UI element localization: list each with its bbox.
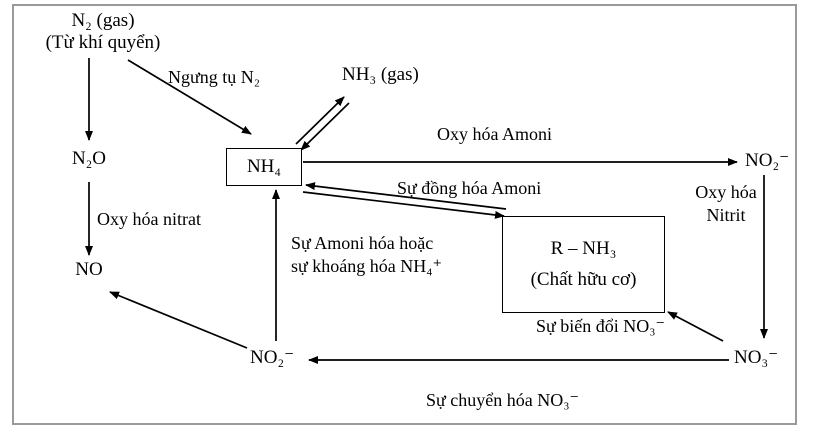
edge-label-su-dong-hoa-amoni: Sự đồng hóa Amoni bbox=[397, 178, 542, 198]
node-n2o-label: N₂O bbox=[71, 148, 107, 169]
node-nh3-gas: NH₃ (gas) bbox=[342, 64, 419, 86]
edge-label-ngung-tu-n2: Ngưng tụ N₂ bbox=[168, 67, 261, 87]
edge-label-su-bien-doi-no3: Sự biến đổi NO₃⁻ bbox=[536, 316, 666, 336]
node-no: NO bbox=[56, 259, 122, 281]
node-rnh3-line1: R – NH₃ bbox=[550, 238, 617, 259]
node-no2-bottom-label: NO₂⁻ bbox=[250, 347, 295, 368]
node-nh4-box: NH₄ bbox=[226, 148, 302, 186]
diagram-frame-border bbox=[12, 4, 797, 425]
node-no3-right-label: NO₃⁻ bbox=[734, 347, 779, 368]
node-no-label: NO bbox=[75, 259, 103, 280]
edge-label-oxy-hoa-nitrit: Oxy hóa Nitrit bbox=[684, 181, 768, 226]
node-n2-gas-line1: N₂ (gas) bbox=[71, 10, 135, 31]
node-no2-right: NO₂⁻ bbox=[745, 150, 789, 172]
edge-label-su-amoni-hoa-line2: sự khoáng hóa NH₄⁺ bbox=[291, 255, 443, 276]
node-no3-right: NO₃⁻ bbox=[734, 347, 778, 369]
node-n2-gas-line2: (Từ khí quyển) bbox=[45, 32, 161, 54]
edge-label-oxy-hoa-nitrit-line1: Oxy hóa bbox=[695, 182, 757, 202]
node-n2o: N₂O bbox=[56, 148, 122, 170]
edge-label-oxy-hoa-nitrit-line2: Nitrit bbox=[706, 204, 746, 225]
node-rnh3-line2: (Chất hữu cơ) bbox=[530, 269, 637, 290]
edge-label-su-amoni-hoa: Sự Amoni hóa hoặc sự khoáng hóa NH₄⁺ bbox=[291, 232, 442, 277]
edge-label-oxy-hoa-amoni: Oxy hóa Amoni bbox=[437, 124, 552, 144]
node-no2-bottom: NO₂⁻ bbox=[250, 347, 294, 369]
edge-label-su-chuyen-hoa-no3: Sự chuyển hóa NO₃⁻ bbox=[426, 390, 580, 410]
edge-label-oxy-hoa-nitrat: Oxy hóa nitrat bbox=[97, 209, 201, 229]
node-no2-right-label: NO₂⁻ bbox=[745, 150, 790, 171]
node-nh4-label: NH₄ bbox=[246, 156, 282, 177]
edge-label-su-amoni-hoa-line1: Sự Amoni hóa hoặc bbox=[291, 233, 434, 253]
node-nh3-gas-label: NH₃ (gas) bbox=[342, 64, 419, 85]
node-rnh3-box: R – NH₃ (Chất hữu cơ) bbox=[502, 216, 665, 313]
node-n2-gas: N₂ (gas) (Từ khí quyển) bbox=[28, 10, 178, 55]
